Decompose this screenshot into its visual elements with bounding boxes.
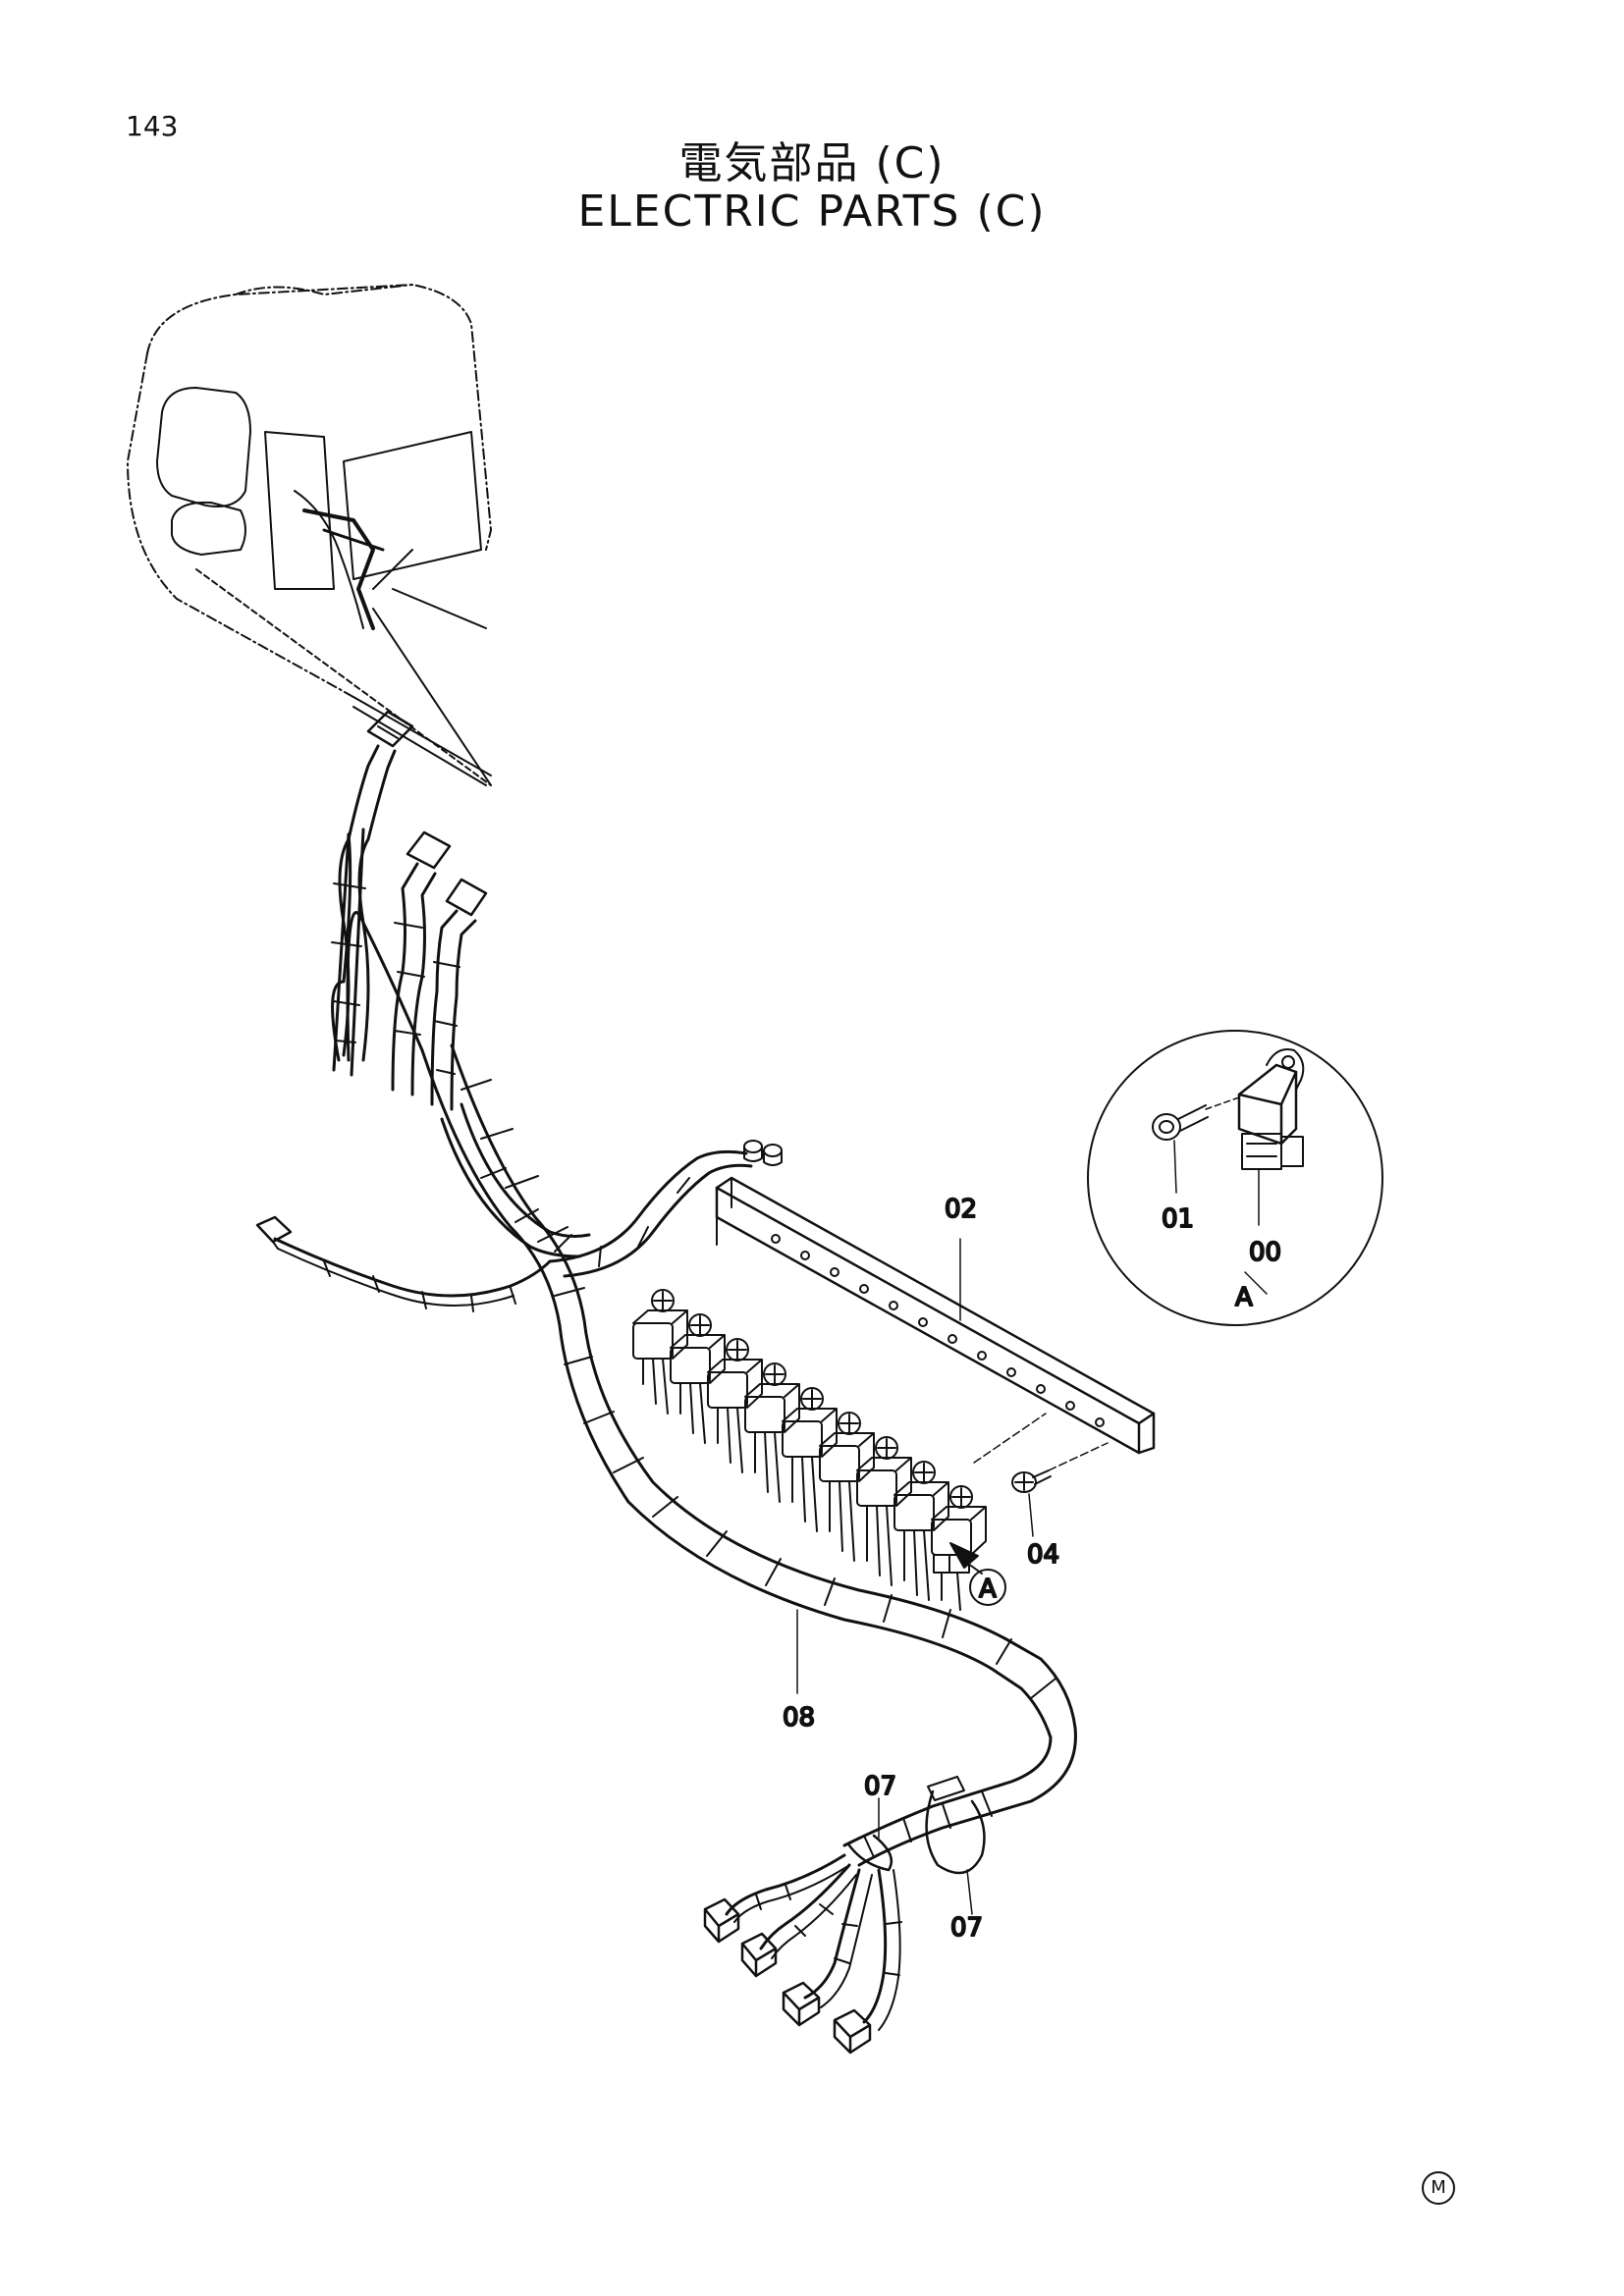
lower-connectors [703,1776,986,2055]
detail-a-view-label: A [1235,1283,1253,1312]
marking-symbol: M [1422,2171,1455,2205]
detail-a-view [1087,1030,1383,1326]
callout-07-upper: 07 [864,1772,896,1801]
callout-01: 01 [1162,1204,1194,1234]
cab-overview [127,284,492,786]
main-harness [255,710,1077,1867]
callout-04: 04 [1027,1540,1059,1570]
page-number: 143 [126,110,179,142]
detail-a-pointer [949,1542,1006,1606]
callout-02: 02 [945,1195,977,1224]
bolt [1011,1442,1109,1537]
callout-00: 00 [1249,1238,1281,1267]
bracket [715,1176,1156,1464]
callout-07-lower: 07 [950,1913,983,1943]
detail-a-circle-label: A [979,1575,997,1604]
page-title-en: ELECTRIC PARTS (C) [577,187,1047,237]
page-title-jp: 電気部品 (C) [678,138,946,188]
callout-08: 08 [783,1703,815,1733]
